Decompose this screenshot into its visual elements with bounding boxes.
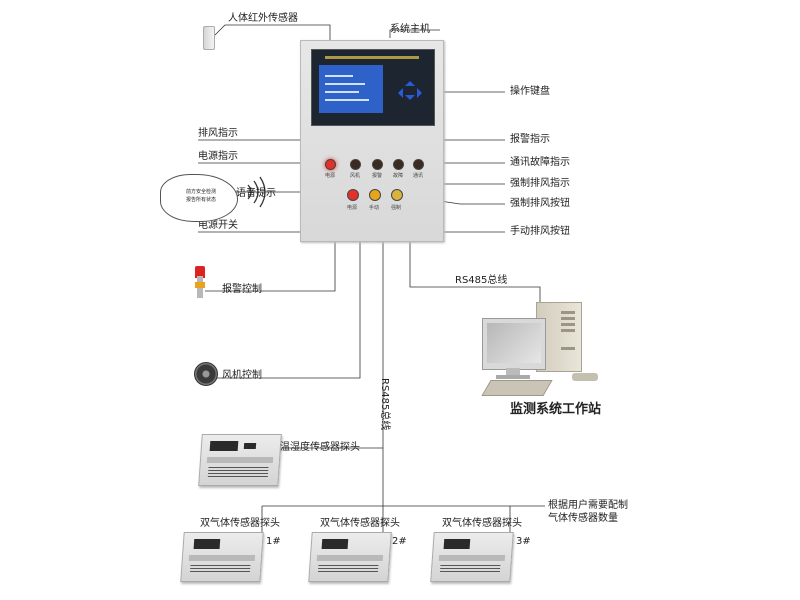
power-led [325, 159, 336, 170]
label-power-switch: 电源开关 [198, 220, 238, 231]
dual-gas-probe [430, 532, 514, 582]
alarm-light-icon [195, 266, 205, 278]
host-led-label: 风机 [349, 173, 361, 179]
ir-sensor-icon [203, 26, 215, 50]
alarm-led [372, 159, 383, 170]
computer-icon [482, 318, 546, 370]
label-config-note-1: 根据用户需要配制 [548, 500, 628, 511]
label-ir-sensor: 人体红外传感器 [228, 13, 298, 24]
label-comm-fault: 通讯故障指示 [510, 157, 570, 168]
host-led-label: 电源 [324, 173, 336, 179]
monitor-stand [506, 368, 520, 376]
host-lcd-screen [319, 65, 383, 113]
host-button-label: 电源 [346, 205, 358, 211]
host-button-label: 手动 [368, 205, 380, 211]
host-led-label: 故障 [392, 173, 404, 179]
label-forced-exhaust-indicator: 强制排风指示 [510, 178, 570, 189]
line-rs485-workstation [409, 240, 541, 304]
host-led-label: 通讯 [412, 173, 424, 179]
forced-exhaust-button[interactable] [391, 189, 403, 201]
speech-line-2: 报告所有状态 [185, 197, 216, 203]
label-rs485-vertical: RS485总线 [379, 378, 390, 431]
keyboard-icon [481, 380, 553, 396]
label-voice-prompt: 语音提示 [236, 188, 276, 199]
label-workstation: 监测系统工作站 [510, 402, 602, 417]
label-keyboard: 操作键盘 [510, 86, 550, 97]
label-fan-control: 风机控制 [222, 370, 262, 381]
line-alarm-control [205, 240, 336, 292]
manual-exhaust-button[interactable] [369, 189, 381, 201]
label-dual-gas-probe-3: 双气体传感器探头 [442, 518, 522, 529]
keypad-icon[interactable] [395, 78, 425, 108]
label-host: 系统主机 [390, 24, 430, 35]
comm-led [413, 159, 424, 170]
line-ir-sensor [212, 24, 331, 40]
line-fan-control [216, 240, 361, 379]
mouse-icon [572, 373, 598, 381]
sound-wave-icon [247, 176, 266, 208]
monitor-base [496, 375, 530, 379]
label-rs485-top: RS485总线 [455, 275, 508, 286]
label-forced-exhaust-button: 强制排风按钮 [510, 198, 570, 209]
label-exhaust-indicator: 排风指示 [198, 128, 238, 139]
power-switch-button[interactable] [347, 189, 359, 201]
label-alarm-indicator: 报警指示 [510, 134, 550, 145]
host-button-label: 强制 [390, 205, 402, 211]
label-dual-gas-probe-1: 双气体传感器探头 [200, 518, 280, 529]
label-config-note-2: 气体传感器数量 [548, 513, 618, 524]
label-temp-humidity-probe: 温湿度传感器探头 [280, 442, 360, 453]
label-probe-num-2: 2# [392, 536, 407, 547]
fault-led [393, 159, 404, 170]
label-alarm-control: 报警控制 [222, 284, 262, 295]
dual-gas-probe [180, 532, 264, 582]
label-probe-num-1: 1# [266, 536, 281, 547]
line-host [389, 29, 440, 38]
voice-speech-head: 前方安全检测 报告所有状态 [160, 174, 238, 222]
system-host-panel: 电源 风机 报警 故障 通讯 电源 手动 强制 [300, 40, 444, 242]
label-probe-num-3: 3# [516, 536, 531, 547]
host-led-label: 报警 [371, 173, 383, 179]
label-power-indicator: 电源指示 [198, 151, 238, 162]
fan-icon [194, 362, 218, 386]
label-manual-exhaust: 手动排风按钮 [510, 226, 570, 237]
host-title-banner [319, 54, 425, 61]
exhaust-led [350, 159, 361, 170]
label-dual-gas-probe-2: 双气体传感器探头 [320, 518, 400, 529]
temp-humidity-probe [198, 434, 282, 486]
dual-gas-probe [308, 532, 392, 582]
alarm-light-band [195, 282, 205, 288]
speech-line-1: 前方安全检测 [185, 189, 216, 195]
